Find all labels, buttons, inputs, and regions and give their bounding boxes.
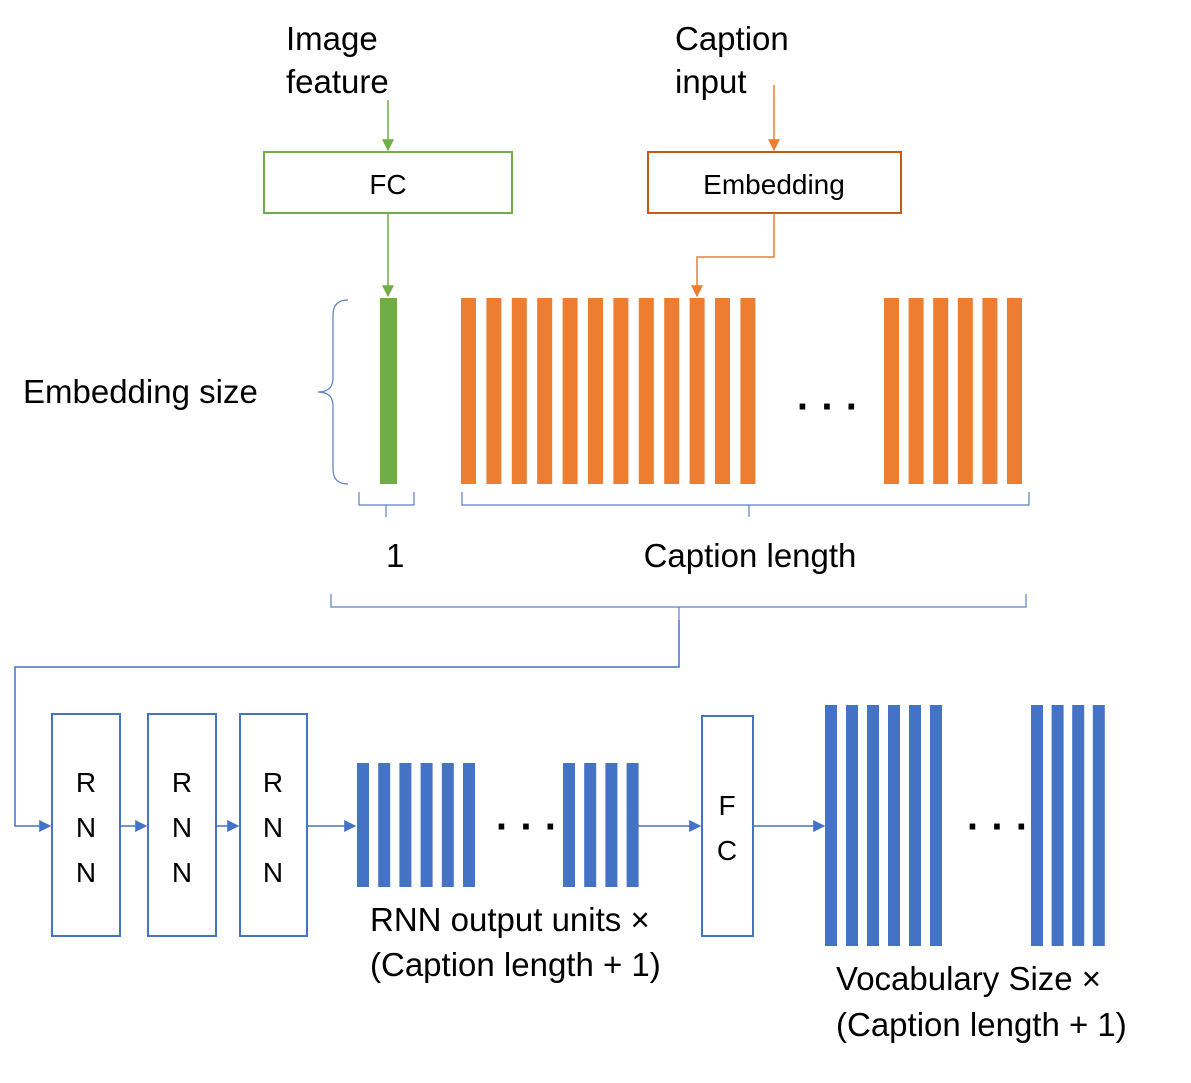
vocab-label-line1: Vocabulary Size × <box>836 960 1101 997</box>
vocabulary-bar <box>1031 705 1043 946</box>
rnn3-letter-r: R <box>263 767 283 798</box>
caption-ellipsis: · · · <box>797 385 859 429</box>
caption-embedding-bar <box>957 298 973 484</box>
caption-embedding-bar <box>884 298 899 484</box>
rnn1-letter-n2: N <box>76 857 96 888</box>
caption-embedding-bar <box>689 298 705 484</box>
caption-embedding-bar <box>933 298 949 484</box>
caption-embedding-bar <box>638 298 654 484</box>
fc-bottom-letter-f: F <box>718 790 735 821</box>
caption-embedding-bar <box>486 298 502 484</box>
caption-embedding-bar <box>664 298 680 484</box>
rnn-output-bar <box>584 763 597 887</box>
fc-top-box <box>263 151 513 214</box>
image-embedding-bar <box>380 298 397 484</box>
rnn-output-label-line1: RNN output units × <box>370 901 650 938</box>
rnn-output-bars <box>357 763 639 887</box>
caption-embedding-bar <box>461 298 476 484</box>
rnn-layer-1: R N N <box>51 713 121 937</box>
rnn1-letter-r: R <box>76 767 96 798</box>
vocabulary-bar <box>1051 705 1064 946</box>
vocabulary-bar <box>888 705 900 946</box>
image-feature-label-line2: feature <box>286 63 389 100</box>
rnn-layer-3: R N N <box>239 713 308 937</box>
caption-embedding-bar <box>537 298 553 484</box>
caption-embedding-bar <box>715 298 730 484</box>
combined-sequence-brace <box>330 594 1027 620</box>
caption-embedding-bar <box>1007 298 1022 484</box>
fc-top-label: FC <box>369 169 406 200</box>
embedding-box <box>647 151 902 214</box>
vocabulary-bar <box>846 705 858 946</box>
vocabulary-bar <box>825 705 837 946</box>
rnn-output-bar <box>563 763 575 887</box>
rnn1-letter-n1: N <box>76 812 96 843</box>
fc-bottom-box: F C <box>701 715 754 937</box>
caption-embedding-bar <box>511 298 527 484</box>
rnn-output-bar <box>357 763 369 887</box>
caption-embedding-bar <box>562 298 578 484</box>
vocab-ellipsis: · · · <box>967 805 1029 849</box>
rnn-output-bar <box>420 763 433 887</box>
caption-embedding-bar <box>908 298 924 484</box>
rnn-output-ellipsis: · · · <box>496 805 558 849</box>
vocabulary-bar <box>1072 705 1085 946</box>
embedding-to-orange-bars-arrow <box>691 213 775 298</box>
rnn3-letter-n2: N <box>263 857 283 888</box>
rnn-output-bar <box>399 763 412 887</box>
rnn2-letter-n1: N <box>172 812 192 843</box>
rnn-output-label-line2: (Caption length + 1) <box>370 946 661 983</box>
rnn2-letter-n2: N <box>172 857 192 888</box>
embedding-label: Embedding <box>703 169 845 200</box>
caption-length-brace <box>461 492 1030 517</box>
rnn3-letter-n1: N <box>263 812 283 843</box>
rnn2-letter-r: R <box>172 767 192 798</box>
caption-embedding-bar <box>613 298 629 484</box>
vocabulary-bar <box>909 705 921 946</box>
embedding-size-label: Embedding size <box>23 373 258 410</box>
rnn-output-bar <box>463 763 475 887</box>
fc-bottom-letter-c: C <box>717 835 737 866</box>
caption-embedding-bar <box>982 298 998 484</box>
vocabulary-bar <box>867 705 879 946</box>
one-label: 1 <box>386 537 404 574</box>
caption-embedding-bar <box>588 298 603 484</box>
rnn-layer-2: R N N <box>147 713 217 937</box>
caption-input-label-line2: input <box>675 63 747 100</box>
embedding-size-brace <box>317 299 349 485</box>
vocabulary-bar <box>1092 705 1105 946</box>
one-width-brace <box>358 492 415 517</box>
rnn-output-bar <box>626 763 639 887</box>
caption-embedding-bar <box>740 298 756 484</box>
rnn-output-bar <box>378 763 391 887</box>
rnn-output-bar <box>605 763 618 887</box>
image-feature-label-line1: Image <box>286 20 378 57</box>
caption-input-label-line1: Caption <box>675 20 789 57</box>
vocab-label-line2: (Caption length + 1) <box>836 1006 1127 1043</box>
sequence-to-rnn-arrow <box>14 620 680 832</box>
vocabulary-output-bars <box>825 705 1105 946</box>
caption-embedding-bars <box>461 298 1022 484</box>
rnn-output-bar <box>441 763 454 887</box>
vocabulary-bar <box>930 705 942 946</box>
caption-length-label: Caption length <box>644 537 857 574</box>
